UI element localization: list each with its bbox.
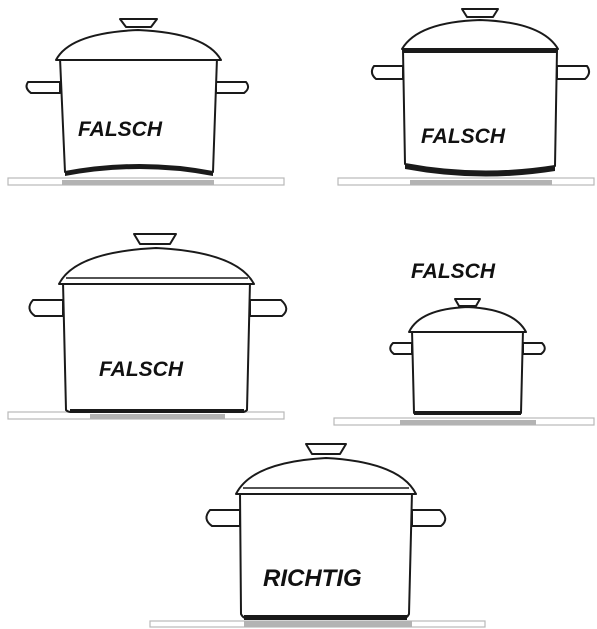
cooking-zone-4-icon xyxy=(400,420,536,425)
pot-2-body-icon xyxy=(403,50,557,172)
cooking-zone-3-icon xyxy=(90,414,225,419)
pot-1-lid-knob-icon xyxy=(120,19,157,27)
pot-2: FALSCH xyxy=(338,9,594,185)
pot-2-label: FALSCH xyxy=(421,125,506,148)
pot-1: FALSCH xyxy=(8,19,284,185)
pot-2-lid-icon xyxy=(402,20,558,49)
pot-4-bottom-icon xyxy=(414,411,521,415)
pot-4-right-handle-icon xyxy=(523,343,545,354)
pot-2-right-handle-icon xyxy=(557,66,589,79)
pot-4-body-icon xyxy=(412,330,523,413)
pot-1-lid-icon xyxy=(56,30,221,60)
pot-1-left-handle-icon xyxy=(27,82,60,93)
pot-5-left-handle-icon xyxy=(206,510,240,526)
pot-3-lid-knob-icon xyxy=(134,234,176,244)
pot-3-right-handle-icon xyxy=(250,300,286,316)
pot-5-right-handle-icon xyxy=(412,510,445,526)
pot-5-body-icon xyxy=(240,492,412,618)
cooking-zone-5-icon xyxy=(244,621,412,627)
cooking-zone-2-icon xyxy=(410,180,552,185)
pot-2-left-handle-icon xyxy=(372,66,403,79)
pot-3-label: FALSCH xyxy=(99,358,184,381)
pot-3-body-icon xyxy=(63,282,250,412)
pot-2-lid-knob-icon xyxy=(462,9,498,17)
pot-1-label: FALSCH xyxy=(78,118,163,141)
pot-4-left-handle-icon xyxy=(390,343,412,354)
pot-5-bottom-icon xyxy=(244,615,407,620)
pot-4: FALSCH xyxy=(334,260,594,425)
pot-4-lid-knob-icon xyxy=(455,299,480,306)
pot-3-left-handle-icon xyxy=(29,300,63,316)
cooking-zone-1-icon xyxy=(62,180,214,185)
pot-3-bottom-icon xyxy=(70,409,244,413)
pot-5-label: RICHTIG xyxy=(263,565,362,592)
pot-4-label: FALSCH xyxy=(411,260,496,283)
pot-5: RICHTIG xyxy=(150,444,485,627)
pot-3: FALSCH xyxy=(8,234,286,419)
pot-1-body-icon xyxy=(60,58,217,172)
pot-4-lid-icon xyxy=(409,307,526,332)
pot-5-lid-knob-icon xyxy=(306,444,346,454)
pot-1-right-handle-icon xyxy=(216,82,248,93)
